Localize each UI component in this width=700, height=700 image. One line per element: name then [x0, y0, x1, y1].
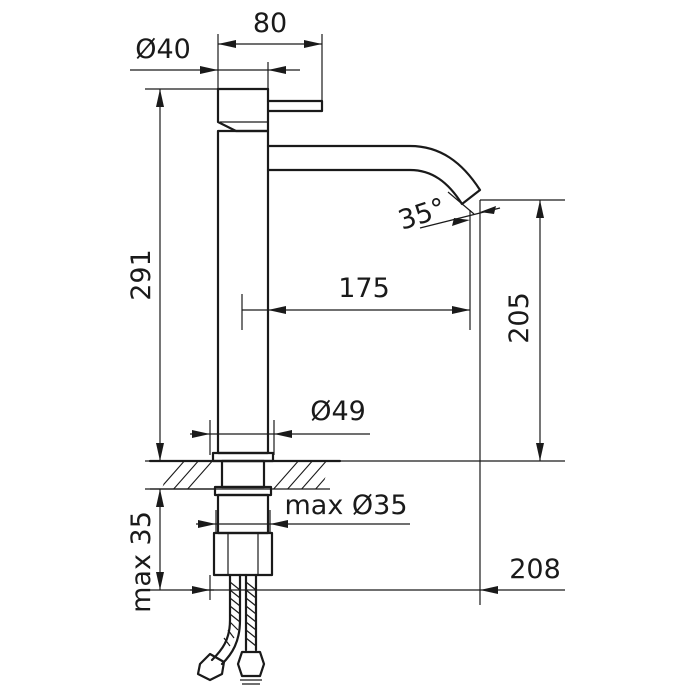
- dim-max-counter-thickness: max 35: [126, 511, 157, 613]
- faucet-spout: [266, 144, 482, 206]
- dim-spout-reach: 175: [338, 273, 390, 304]
- extension-lines: [145, 34, 565, 605]
- faucet-column: [216, 129, 270, 455]
- dim-handle-diameter: Ø40: [135, 34, 191, 65]
- dim-width-total: 80: [253, 8, 287, 39]
- dim-total-reach: 208: [509, 554, 561, 585]
- mounting-shank: [220, 459, 266, 489]
- dim-spout-angle: 35°: [395, 192, 450, 236]
- fixing-washer: [216, 493, 270, 535]
- faucet-base-ring: [211, 451, 275, 463]
- dim-spout-height: 205: [504, 292, 535, 344]
- fixing-nut: [213, 485, 273, 497]
- faucet-body: [196, 87, 482, 685]
- supply-hoses: [196, 573, 266, 685]
- dim-height-total: 291: [126, 249, 157, 301]
- dimension-lines: [130, 40, 565, 594]
- fixing-bracket: [212, 531, 274, 577]
- dim-base-diameter: Ø49: [310, 396, 366, 427]
- handle-lever: [216, 87, 324, 133]
- dim-max-hole-diameter: max Ø35: [284, 490, 407, 521]
